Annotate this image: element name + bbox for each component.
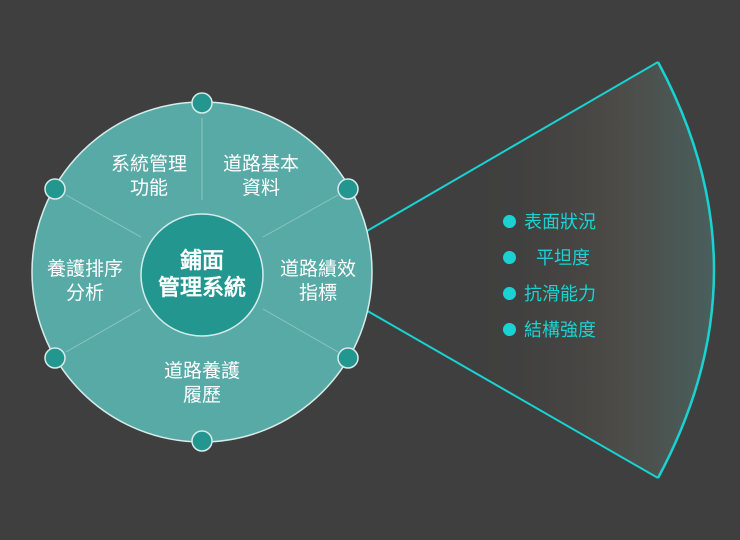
segment-maintenance-priority: 養護排序 分析 [47,257,123,305]
segment-label: 功能 [129,177,169,199]
list-item-label: 表面狀況 [524,212,596,233]
segment-label: 道路績效 [279,258,357,280]
bullet-icon [503,286,516,300]
list-item: 抗滑能力 [503,275,596,311]
segment-label: 履歷 [182,384,222,406]
detail-fan [298,62,714,478]
segment-system-management: 系統管理 功能 [111,152,187,200]
list-item-label: 結構強度 [524,320,596,341]
segment-label: 分析 [65,282,105,304]
segment-label: 系統管理 [110,153,188,175]
center-title-line1: 鋪面 [179,249,225,274]
center-title: 鋪面 管理系統 [158,248,246,302]
segment-dividers [65,118,339,353]
list-item-label: 平坦度 [536,248,590,269]
segment-maintenance-history: 道路養護 履歷 [164,359,240,407]
segment-label: 資料 [241,177,281,199]
center-title-line2: 管理系統 [157,276,247,301]
performance-indicator-list: 表面狀況 平坦度 抗滑能力 結構強度 [503,203,596,347]
list-item-label: 抗滑能力 [524,284,596,305]
list-item: 表面狀況 [503,203,596,239]
ring-nodes [44,92,359,452]
center-hub [140,213,264,337]
bullet-icon [503,322,516,336]
segment-label: 道路養護 [163,360,241,382]
fan-arc [656,61,716,479]
list-item: 平坦度 [503,239,596,275]
segment-road-basic-data: 道路基本 資料 [223,152,299,200]
segment-label: 道路基本 [222,153,300,175]
segment-road-performance: 道路績效 指標 [280,257,356,305]
bullet-icon [503,214,516,228]
list-item: 結構強度 [503,311,596,347]
segment-label: 養護排序 [46,258,124,280]
segment-label: 指標 [298,282,338,304]
bullet-icon [503,250,516,264]
